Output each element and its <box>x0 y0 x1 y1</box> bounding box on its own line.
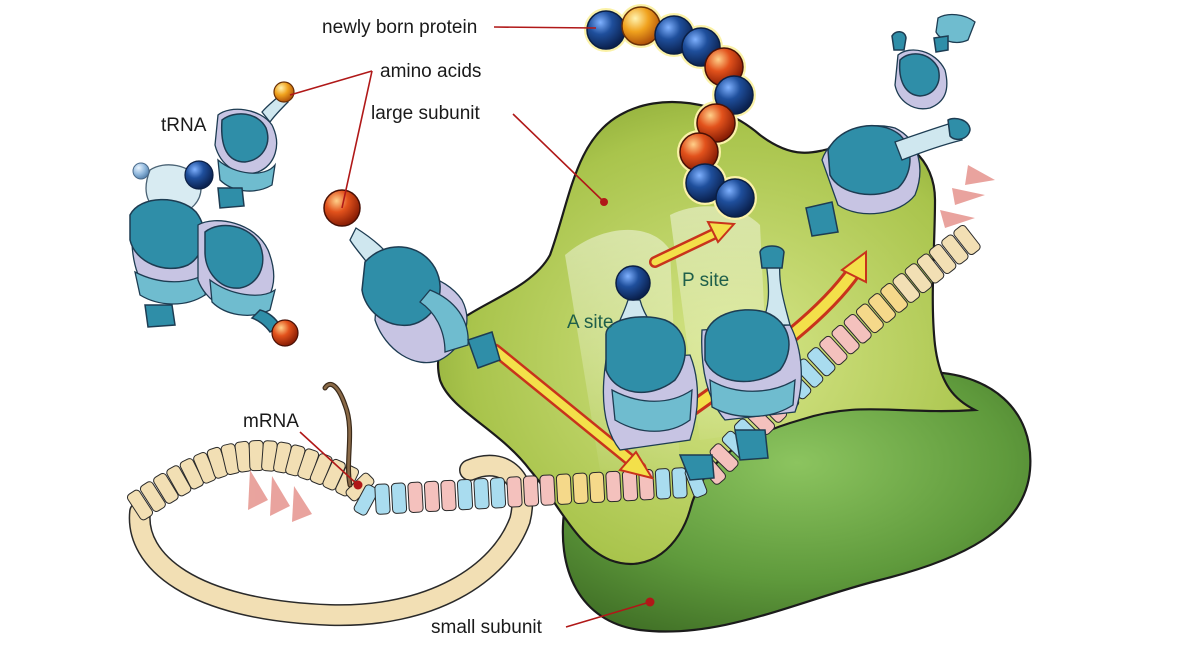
mrna-codon <box>353 484 379 516</box>
mrna-codon <box>555 473 573 505</box>
trna-cluster-left <box>129 94 289 333</box>
mrna-codon <box>671 467 688 499</box>
trna-p-site <box>701 245 802 461</box>
mrna-tail-inner <box>323 383 352 487</box>
mrna-codon <box>831 324 860 355</box>
mrna-codon <box>153 472 179 504</box>
mrna-codon <box>929 243 957 275</box>
mrna-codon <box>880 283 908 313</box>
trna-exiting <box>805 117 971 237</box>
label-a-site: A site <box>567 312 613 333</box>
trna-free-top-right <box>891 13 976 110</box>
mrna-codon <box>819 335 848 366</box>
leader-lines <box>289 26 655 628</box>
mrna-codon <box>588 471 606 504</box>
trna-incoming <box>349 227 501 369</box>
protein-amino-acid <box>715 178 755 218</box>
mrna-codon <box>843 314 872 344</box>
mrna-codon <box>440 479 457 512</box>
label-large-subunit: large subunit <box>371 103 481 124</box>
mrna-codon <box>522 475 540 507</box>
mrna-codon <box>904 263 933 294</box>
mrna-codon <box>489 477 507 509</box>
peptide-transfer-arrow <box>649 220 737 268</box>
amino-acid-cluster-blue <box>184 160 214 190</box>
amino-acid-cluster-orange <box>271 319 299 347</box>
mrna-codon <box>605 470 622 503</box>
mrna-codon <box>941 234 969 265</box>
label-newly-born-protein: newly born protein <box>322 17 477 38</box>
mrna-direction-arrows-right <box>940 165 995 228</box>
label-small-subunit: small subunit <box>431 617 543 638</box>
mrna-codon <box>868 293 896 323</box>
mrna-codon <box>654 468 672 500</box>
mrna-codon <box>456 478 474 511</box>
translocation-arrow <box>488 343 655 480</box>
mrna-codon <box>473 478 490 510</box>
mrna-codon <box>407 481 424 513</box>
label-amino-acids: amino acids <box>380 61 481 82</box>
mrna-codon <box>709 443 739 472</box>
amino-acid-cluster-light <box>132 162 150 180</box>
mrna-codon <box>390 482 408 514</box>
amino-acid-top-left <box>273 81 295 103</box>
amino-acid-a-site <box>615 265 651 301</box>
label-mrna: mRNA <box>243 411 299 432</box>
mrna-codon <box>892 273 921 303</box>
mrna-codon <box>423 480 441 513</box>
mrna-codon <box>506 476 523 508</box>
mrna-codon <box>374 483 391 515</box>
mrna-codon <box>126 489 154 521</box>
mrna-codon <box>139 481 166 512</box>
mrna-direction-arrows-left <box>248 470 312 522</box>
mrna-codon <box>916 253 945 284</box>
label-trna: tRNA <box>161 115 207 136</box>
protein-amino-acid <box>621 6 661 46</box>
trna-a-site <box>602 299 715 481</box>
mrna-codon <box>539 474 556 506</box>
mrna-codon <box>572 472 589 504</box>
newly-born-protein-chain <box>584 4 757 220</box>
mrna-codon <box>807 347 836 377</box>
mrna-codon <box>855 303 884 334</box>
protein-amino-acid <box>714 75 754 115</box>
protein-amino-acid <box>586 10 626 50</box>
label-p-site: P site <box>682 270 729 291</box>
mrna-codon <box>953 224 981 256</box>
mrna-codon <box>166 465 192 497</box>
